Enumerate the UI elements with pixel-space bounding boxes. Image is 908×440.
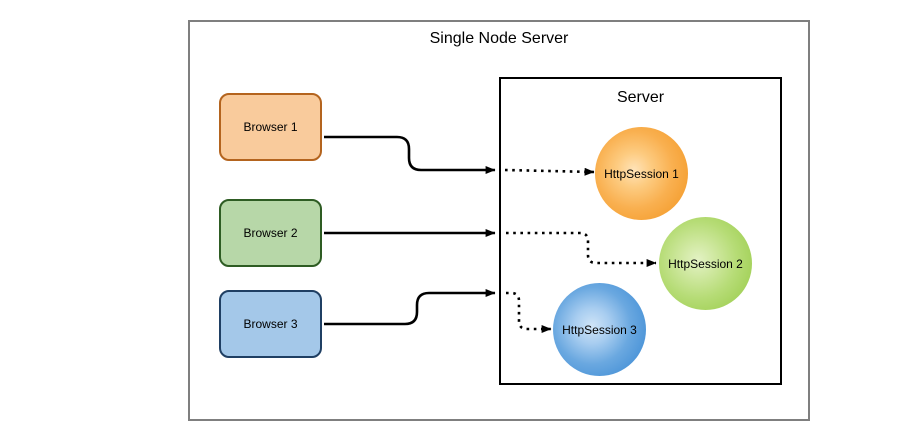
node-browser-1-label: Browser 1: [243, 120, 298, 134]
node-httpsession-2[interactable]: HttpSession 2: [659, 217, 752, 310]
node-browser-2-label: Browser 2: [243, 226, 298, 240]
server-title: Server: [616, 89, 665, 106]
node-httpsession-2-label: HttpSession 2: [668, 256, 743, 271]
node-browser-3[interactable]: Browser 3: [219, 290, 322, 358]
connector-browser3-to-server: [324, 289, 496, 326]
connector-server-to-session2: [506, 231, 657, 267]
connector-server-to-session3: [506, 291, 552, 333]
node-browser-2[interactable]: Browser 2: [219, 199, 322, 267]
node-browser-3-label: Browser 3: [243, 317, 298, 331]
node-httpsession-3[interactable]: HttpSession 3: [553, 283, 646, 376]
node-httpsession-3-label: HttpSession 3: [562, 322, 637, 337]
node-httpsession-1-label: HttpSession 1: [604, 166, 679, 181]
connector-browser1-to-server: [324, 135, 496, 174]
node-httpsession-1[interactable]: HttpSession 1: [595, 127, 688, 220]
diagram-title: Single Node Server: [429, 30, 569, 47]
node-browser-1[interactable]: Browser 1: [219, 93, 322, 161]
connector-server-to-session1: [504, 167, 595, 176]
